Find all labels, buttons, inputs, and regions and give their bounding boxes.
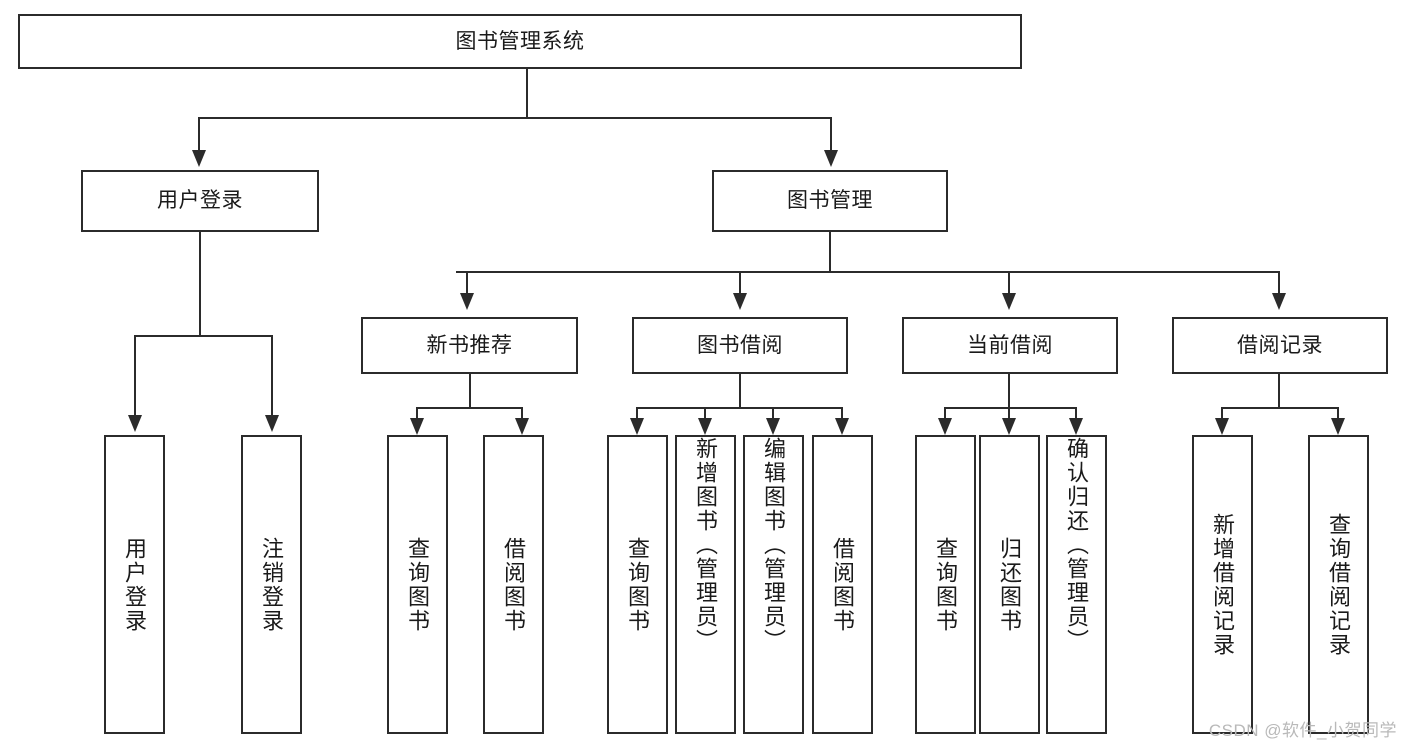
arrow-borrow-record-to-leaf-2 [1331,418,1345,435]
edge-root-stem [526,69,528,118]
node-current-borrow[interactable]: 当前借阅 [902,317,1118,374]
arrow-bm-to-book-borrow [733,293,747,310]
arrow-current-borrow-to-leaf-3 [1069,418,1083,435]
edge-user-login-branch-bar [134,335,273,337]
node-label: 用户登录 [157,189,243,213]
node-label: 图书借阅 [697,333,783,357]
edge-new-book-stem [469,374,471,408]
edge-current-borrow-to-leaf-2 [1008,407,1010,420]
leaf-book-borrow-borrow-book[interactable]: 借阅图书 [812,435,873,734]
edge-book-borrow-branch-bar [636,407,843,409]
node-label: 新增借阅记录 [1210,512,1236,657]
arrow-borrow-record-to-leaf-1 [1215,418,1229,435]
node-label: 当前借阅 [967,333,1053,357]
edge-book-borrow-stem [739,374,741,408]
leaf-user-login-login[interactable]: 用户登录 [104,435,165,734]
edge-new-book-to-leaf-1 [416,407,418,420]
arrow-bm-to-current-borrow [1002,293,1016,310]
arrow-book-borrow-to-leaf-3 [766,418,780,435]
edge-current-borrow-to-leaf-1 [944,407,946,420]
arrow-current-borrow-to-leaf-1 [938,418,952,435]
edge-book-borrow-to-leaf-3 [772,407,774,420]
edge-new-book-branch-bar [416,407,523,409]
node-new-book-recommend[interactable]: 新书推荐 [361,317,578,374]
node-label: 确认归还（管理员） [1064,437,1090,653]
leaf-book-borrow-edit-book-admin[interactable]: 编辑图书（管理员） [743,435,804,734]
node-label: 查询图书 [933,536,959,633]
edge-book-borrow-to-leaf-4 [841,407,843,420]
edge-user-login-to-leaf-1 [134,335,136,417]
edge-current-borrow-stem [1008,374,1010,408]
leaf-book-borrow-add-book-admin[interactable]: 新增图书（管理员） [675,435,736,734]
leaf-current-borrow-confirm-return-admin[interactable]: 确认归还（管理员） [1046,435,1107,734]
node-label: 借阅记录 [1237,333,1323,357]
node-label: 归还图书 [997,536,1023,633]
edge-user-login-to-leaf-2 [271,335,273,417]
arrow-current-borrow-to-leaf-2 [1002,418,1016,435]
arrow-root-to-book-management [824,150,838,167]
edge-current-borrow-to-leaf-3 [1075,407,1077,420]
arrow-bm-to-new-book [460,293,474,310]
node-user-login[interactable]: 用户登录 [81,170,319,232]
edge-borrow-record-to-leaf-1 [1221,407,1223,420]
edge-user-login-stem [199,232,201,336]
node-label: 借阅图书 [501,536,527,633]
arrow-bm-to-borrow-record [1272,293,1286,310]
node-label: 注销登录 [259,536,285,633]
node-label: 查询图书 [405,536,431,633]
leaf-new-book-query-book[interactable]: 查询图书 [387,435,448,734]
node-label: 查询图书 [625,536,651,633]
edge-root-branch-bar [198,117,832,119]
edge-borrow-record-to-leaf-2 [1337,407,1339,420]
leaf-user-login-logout[interactable]: 注销登录 [241,435,302,734]
arrow-new-book-to-leaf-1 [410,418,424,435]
leaf-borrow-record-add-record[interactable]: 新增借阅记录 [1192,435,1253,734]
leaf-book-borrow-query-book[interactable]: 查询图书 [607,435,668,734]
node-book-management[interactable]: 图书管理 [712,170,948,232]
node-label: 编辑图书（管理员） [761,437,787,653]
node-label: 图书管理系统 [455,29,585,53]
node-root-book-management-system[interactable]: 图书管理系统 [18,14,1022,69]
edge-book-borrow-to-leaf-2 [704,407,706,420]
node-label: 用户登录 [122,536,148,633]
edge-book-borrow-to-leaf-1 [636,407,638,420]
node-label: 新书推荐 [426,333,513,357]
edge-root-to-book-management [830,117,832,152]
leaf-new-book-borrow-book[interactable]: 借阅图书 [483,435,544,734]
csdn-watermark: CSDN @软件_小贺同学 [1208,721,1397,740]
edge-book-management-branch-bar [456,271,1280,273]
arrow-book-borrow-to-leaf-4 [835,418,849,435]
arrow-new-book-to-leaf-2 [515,418,529,435]
leaf-current-borrow-return-book[interactable]: 归还图书 [979,435,1040,734]
edge-borrow-record-stem [1278,374,1280,408]
edge-book-management-stem [829,232,831,272]
node-label: 图书管理 [787,189,873,213]
edge-current-borrow-branch-bar [944,407,1077,409]
edge-bm-to-borrow-record [1278,271,1280,295]
node-book-borrow[interactable]: 图书借阅 [632,317,848,374]
arrow-root-to-user-login [192,150,206,167]
node-label: 借阅图书 [830,536,856,633]
arrow-user-login-to-leaf-2 [265,415,279,432]
edge-bm-to-new-book [466,271,468,295]
edge-bm-to-current-borrow [1008,271,1010,295]
edge-root-to-user-login [198,117,200,152]
edge-bm-to-book-borrow [739,271,741,295]
arrow-book-borrow-to-leaf-1 [630,418,644,435]
leaf-current-borrow-query-book[interactable]: 查询图书 [915,435,976,734]
edge-new-book-to-leaf-2 [521,407,523,420]
edge-borrow-record-branch-bar [1221,407,1338,409]
leaf-borrow-record-query-record[interactable]: 查询借阅记录 [1308,435,1369,734]
node-borrow-record[interactable]: 借阅记录 [1172,317,1388,374]
arrow-user-login-to-leaf-1 [128,415,142,432]
node-label: 查询借阅记录 [1326,512,1352,657]
arrow-book-borrow-to-leaf-2 [698,418,712,435]
node-label: 新增图书（管理员） [693,437,719,653]
